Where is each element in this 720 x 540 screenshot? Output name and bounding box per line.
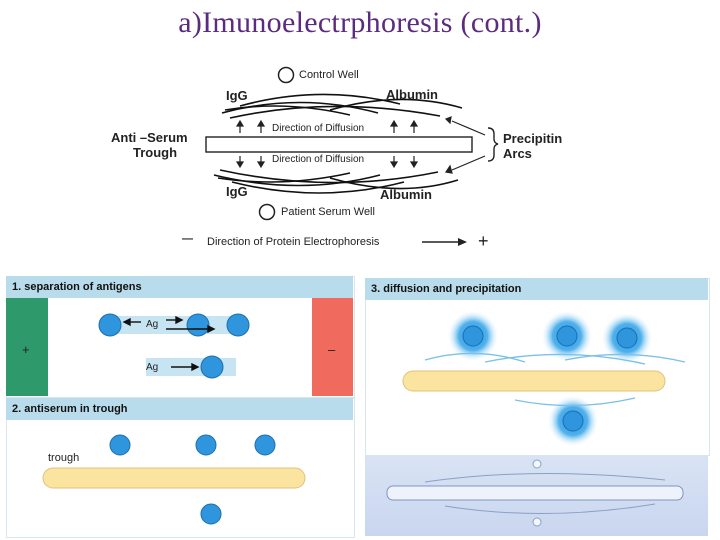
- diffused-well-3: [616, 327, 638, 349]
- precipitin-brace: [487, 127, 499, 162]
- panel-plus-sign: +: [22, 342, 30, 357]
- albumin-top-label: Albumin: [386, 87, 438, 102]
- igg-bottom-label: IgG: [226, 184, 248, 199]
- direction-diffusion-top-label: Direction of Diffusion: [272, 123, 365, 134]
- diffusion-up-arrows: [235, 119, 419, 133]
- panel-2-title: 2. antiserum in trough: [6, 398, 353, 420]
- antiserum-trough: [205, 136, 473, 153]
- precipitation-arcs: [424, 352, 686, 407]
- slide-title: a)Imunoelectrphoresis (cont.): [178, 6, 542, 39]
- diffused-well-4: [562, 410, 584, 432]
- precipitin-label: Precipitin: [503, 131, 563, 146]
- well-4: [200, 503, 222, 525]
- patient-serum-well-label: Patient Serum Well: [281, 206, 375, 218]
- well-1: [109, 434, 131, 456]
- antigen-2: [200, 355, 224, 379]
- anti-serum-label: Anti –Serum: [111, 130, 188, 145]
- panel-diffusion: [365, 278, 710, 456]
- arcs-label: Arcs: [503, 146, 532, 161]
- control-well: [277, 66, 295, 84]
- ag-label-1: Ag: [146, 319, 159, 330]
- antiserum-graphic: [42, 434, 306, 525]
- minus-sign: —: [182, 233, 193, 245]
- diffused-well-1: [462, 325, 484, 347]
- patient-serum-well: [258, 203, 276, 221]
- diffused-well-2: [556, 325, 578, 347]
- trough-channel: [42, 467, 306, 489]
- trough-label: Trough: [133, 145, 178, 160]
- well-3: [254, 434, 276, 456]
- ag-label-2: Ag: [146, 362, 159, 373]
- separation-graphic: [98, 313, 250, 379]
- anode-electrode: [6, 298, 48, 396]
- diffusion-trough: [402, 370, 666, 392]
- diffusion-graphic: [402, 310, 686, 447]
- diffusion-down-arrows: [235, 156, 419, 169]
- well-2: [195, 434, 217, 456]
- cathode-electrode: [312, 298, 353, 396]
- antigen-1-mid: [186, 313, 210, 337]
- gel-photo-graphic: [386, 459, 684, 527]
- panel-minus-sign: –: [328, 342, 336, 357]
- precipitin-pointer-arrows: [444, 116, 486, 174]
- upper-precipitin-arcs: [221, 93, 463, 119]
- albumin-bottom-label: Albumin: [380, 187, 432, 202]
- panel-1-title: 1. separation of antigens: [6, 276, 353, 298]
- igg-top-label: IgG: [226, 88, 248, 103]
- electrophoresis-label: Direction of Protein Electrophoresis: [207, 236, 380, 248]
- immunoelectrophoresis-diagram: [205, 66, 499, 246]
- control-well-label: Control Well: [299, 69, 359, 81]
- direction-diffusion-bottom-label: Direction of Diffusion: [272, 154, 365, 165]
- plus-sign: +: [478, 231, 489, 251]
- antigen-1-right: [226, 313, 250, 337]
- lower-precipitin-arcs: [213, 169, 459, 194]
- trough-text: trough: [48, 452, 80, 464]
- panel-3-title: 3. diffusion and precipitation: [365, 278, 708, 300]
- antigen-1-left: [98, 313, 122, 337]
